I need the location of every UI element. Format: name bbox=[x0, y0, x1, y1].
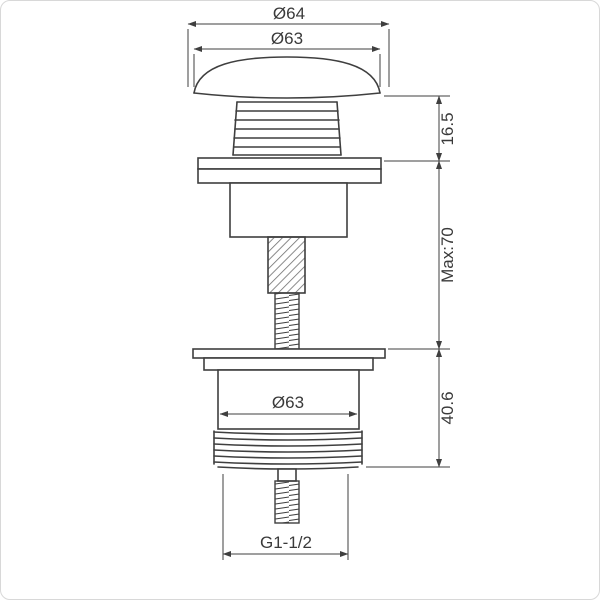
dim-label-d64: Ø64 bbox=[273, 4, 305, 23]
dim-label-g1-1-2: G1-1/2 bbox=[260, 533, 312, 552]
dimension-cap-height: 16.5 bbox=[435, 95, 457, 162]
dimension-cap-diameter: Ø63 bbox=[193, 29, 381, 87]
lower-flange bbox=[192, 348, 386, 371]
dimension-thread-size: G1-1/2 bbox=[222, 474, 349, 560]
bottom-threaded-rod bbox=[274, 480, 300, 524]
upper-body bbox=[229, 182, 348, 238]
dim-label-d63-top: Ø63 bbox=[271, 29, 303, 48]
cap-collar bbox=[232, 101, 342, 156]
lower-body-threads bbox=[213, 430, 363, 470]
bottom-rod-neck bbox=[277, 468, 297, 482]
dim-label-40-6: 40.6 bbox=[438, 391, 457, 424]
dim-label-max70: Max:70 bbox=[438, 227, 457, 283]
lower-body bbox=[217, 369, 360, 430]
dome-cap bbox=[193, 56, 381, 99]
dim-label-16-5: 16.5 bbox=[438, 112, 457, 145]
upper-flange bbox=[197, 157, 382, 184]
dim-label-d63-lower: Ø63 bbox=[272, 393, 304, 412]
hatched-stem bbox=[267, 236, 306, 294]
dimension-max-height: Max:70 bbox=[435, 160, 457, 350]
dimension-lower-body-diameter: Ø63 bbox=[219, 393, 358, 418]
upper-threaded-rod bbox=[274, 292, 300, 350]
dimension-lower-body-height: 40.6 bbox=[435, 348, 457, 468]
dimension-top-outer-diameter: Ø64 bbox=[187, 4, 390, 87]
